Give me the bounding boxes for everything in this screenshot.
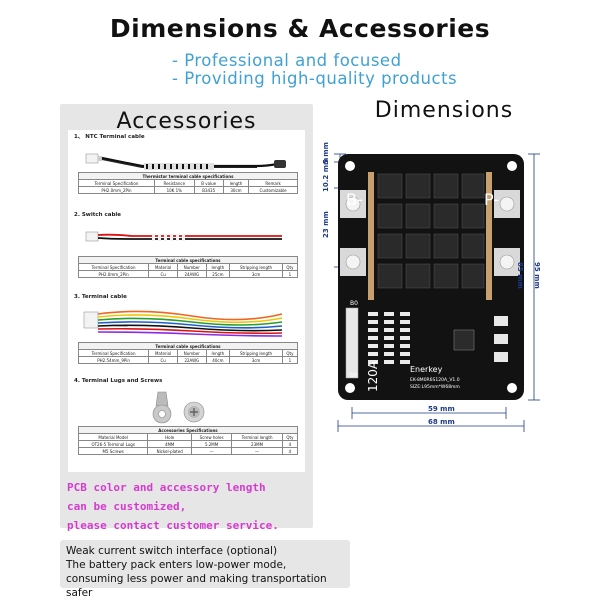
switch-label: 2. Switch cable (74, 212, 122, 218)
dimensions-title: Dimensions (374, 98, 514, 123)
ntc-caption: Thermistor terminal cable specifications (78, 172, 298, 180)
table-cell: PH2.0mm_2Pin (77, 270, 150, 278)
switch-caption: Terminal cable specifications (78, 256, 298, 264)
dim-85mm-label: 85 mm (516, 262, 524, 289)
terminal-spec-table: Terminal cable specifications Terminal S… (77, 342, 299, 364)
table-cell: — (190, 447, 233, 455)
weak-current-note: Weak current switch interface (optional)… (60, 540, 350, 599)
lugs-caption: Accessories Specifications (78, 426, 298, 434)
table-header: Number (177, 263, 207, 271)
table-header: Qty (281, 263, 299, 271)
dim-59mm-label: 59 mm (428, 405, 455, 413)
table-header: Screw holes (190, 433, 233, 441)
table-cell: 3cm (229, 356, 283, 364)
table-header: Qty (281, 433, 299, 441)
table-cell: — (231, 447, 283, 455)
switch-spec-table: Terminal cable specifications Terminal S… (77, 256, 299, 278)
accessories-title: Accessories (116, 109, 257, 134)
table-header: Stripping length (229, 349, 283, 357)
model-label: EK-8M0R6S120A_V1.0 (410, 378, 460, 383)
dim-23mm-label: 23 mm (322, 211, 330, 238)
dim-95mm-label: 95 mm (533, 262, 541, 289)
ntc-label: 1、 NTC Terminal cable (74, 134, 145, 140)
table-cell: 4MM (147, 440, 192, 448)
bms-board-drawing (334, 153, 540, 432)
table-cell: 30cm (222, 186, 250, 194)
pcb-note-line: PCB color and accessory length (67, 481, 266, 494)
taglines: - Professional and focused - Providing h… (172, 52, 457, 88)
tagline-quality: - Providing high-quality products (172, 69, 458, 88)
table-cell: B3435 (193, 186, 224, 194)
table-cell: M5 Screws (77, 447, 149, 455)
table-header: Terminal length (231, 433, 283, 441)
table-header: length (222, 179, 250, 187)
table-header: Hole (147, 433, 192, 441)
accessories-sheet: 1、 NTC Terminal cable Thermistor termina… (68, 130, 305, 472)
table-cell: Customizable (248, 186, 298, 194)
table-cell: 25cm (205, 270, 231, 278)
dim-10-2mm-label: 10.2 mm (322, 157, 330, 192)
table-header: Number (177, 349, 207, 357)
table-cell: 5.2MM (190, 440, 233, 448)
table-header: length (205, 349, 231, 357)
weak-current-line: Weak current switch interface (optional) (66, 545, 278, 557)
table-header: Terminal Specification (77, 263, 150, 271)
table-cell: 1 (281, 270, 299, 278)
table-header: Stripping length (229, 263, 283, 271)
table-cell: 23MM (231, 440, 283, 448)
table-cell: Cu (148, 356, 179, 364)
pcb-note-line: can be customized, (67, 500, 187, 513)
table-header: Material (148, 263, 179, 271)
table-cell: 10K 1% (153, 186, 195, 194)
table-cell: PH2.54mm_9Pin (77, 356, 150, 364)
weak-current-line: The battery pack enters low-power mode, (66, 559, 287, 571)
table-header: length (205, 263, 231, 271)
table-cell: 4 (281, 447, 299, 455)
table-header: B value (193, 179, 224, 187)
page-title: Dimensions & Accessories (109, 14, 491, 43)
ntc-cable-image (85, 153, 286, 170)
dim-68mm-label: 68 mm (428, 418, 455, 426)
table-cell: 3cm (229, 270, 283, 278)
lugs-spec-table: Accessories Specifications Material Mode… (77, 426, 299, 455)
lugs-screws-image (152, 391, 205, 424)
size-label: SIZE:L95mm*W68mm (410, 385, 460, 390)
table-cell: 4 (281, 440, 299, 448)
table-header: Material (148, 349, 179, 357)
b8-label: B8 (350, 372, 358, 379)
table-cell: 40cm (205, 356, 231, 364)
table-header: Terminal Specification (77, 349, 150, 357)
b-minus-label: B- (346, 190, 363, 209)
table-cell: Cu (148, 270, 179, 278)
pcb-note-line: please contact customer service. (67, 519, 279, 532)
table-cell: Nickel-plated (147, 447, 192, 455)
tagline-professional: - Professional and focused (172, 51, 402, 70)
brand-label: Enerkey (410, 365, 443, 374)
current-rating-label: 120A (366, 360, 380, 392)
terminal-label: 3. Terminal cable (74, 294, 127, 300)
table-header: Material Model (77, 433, 149, 441)
table-cell: OT26-5 Terminal Lugs (77, 440, 149, 448)
table-header: Qty (281, 349, 299, 357)
table-cell: 22AWG (177, 356, 207, 364)
terminal-caption: Terminal cable specifications (78, 342, 298, 350)
p-minus-label: P- (484, 190, 500, 209)
switch-cable-image (85, 231, 282, 242)
lugs-label: 4. Terminal Lugs and Screws (74, 378, 163, 384)
terminal-cable-image (83, 310, 283, 337)
pcb-customization-note: PCB color and accessory length can be cu… (67, 478, 279, 535)
b0-label: B0 (350, 300, 358, 307)
table-header: Terminal Specification (78, 179, 155, 187)
table-header: Resistance (153, 179, 195, 187)
table-cell: 1 (281, 356, 299, 364)
table-cell: 24AWG (177, 270, 207, 278)
table-cell: PH2.0mm_2Pin (78, 186, 155, 194)
ntc-spec-table: Thermistor terminal cable specifications… (78, 172, 298, 194)
table-header: Remark (248, 179, 298, 187)
weak-current-line: consuming less power and making transpor… (66, 573, 327, 599)
